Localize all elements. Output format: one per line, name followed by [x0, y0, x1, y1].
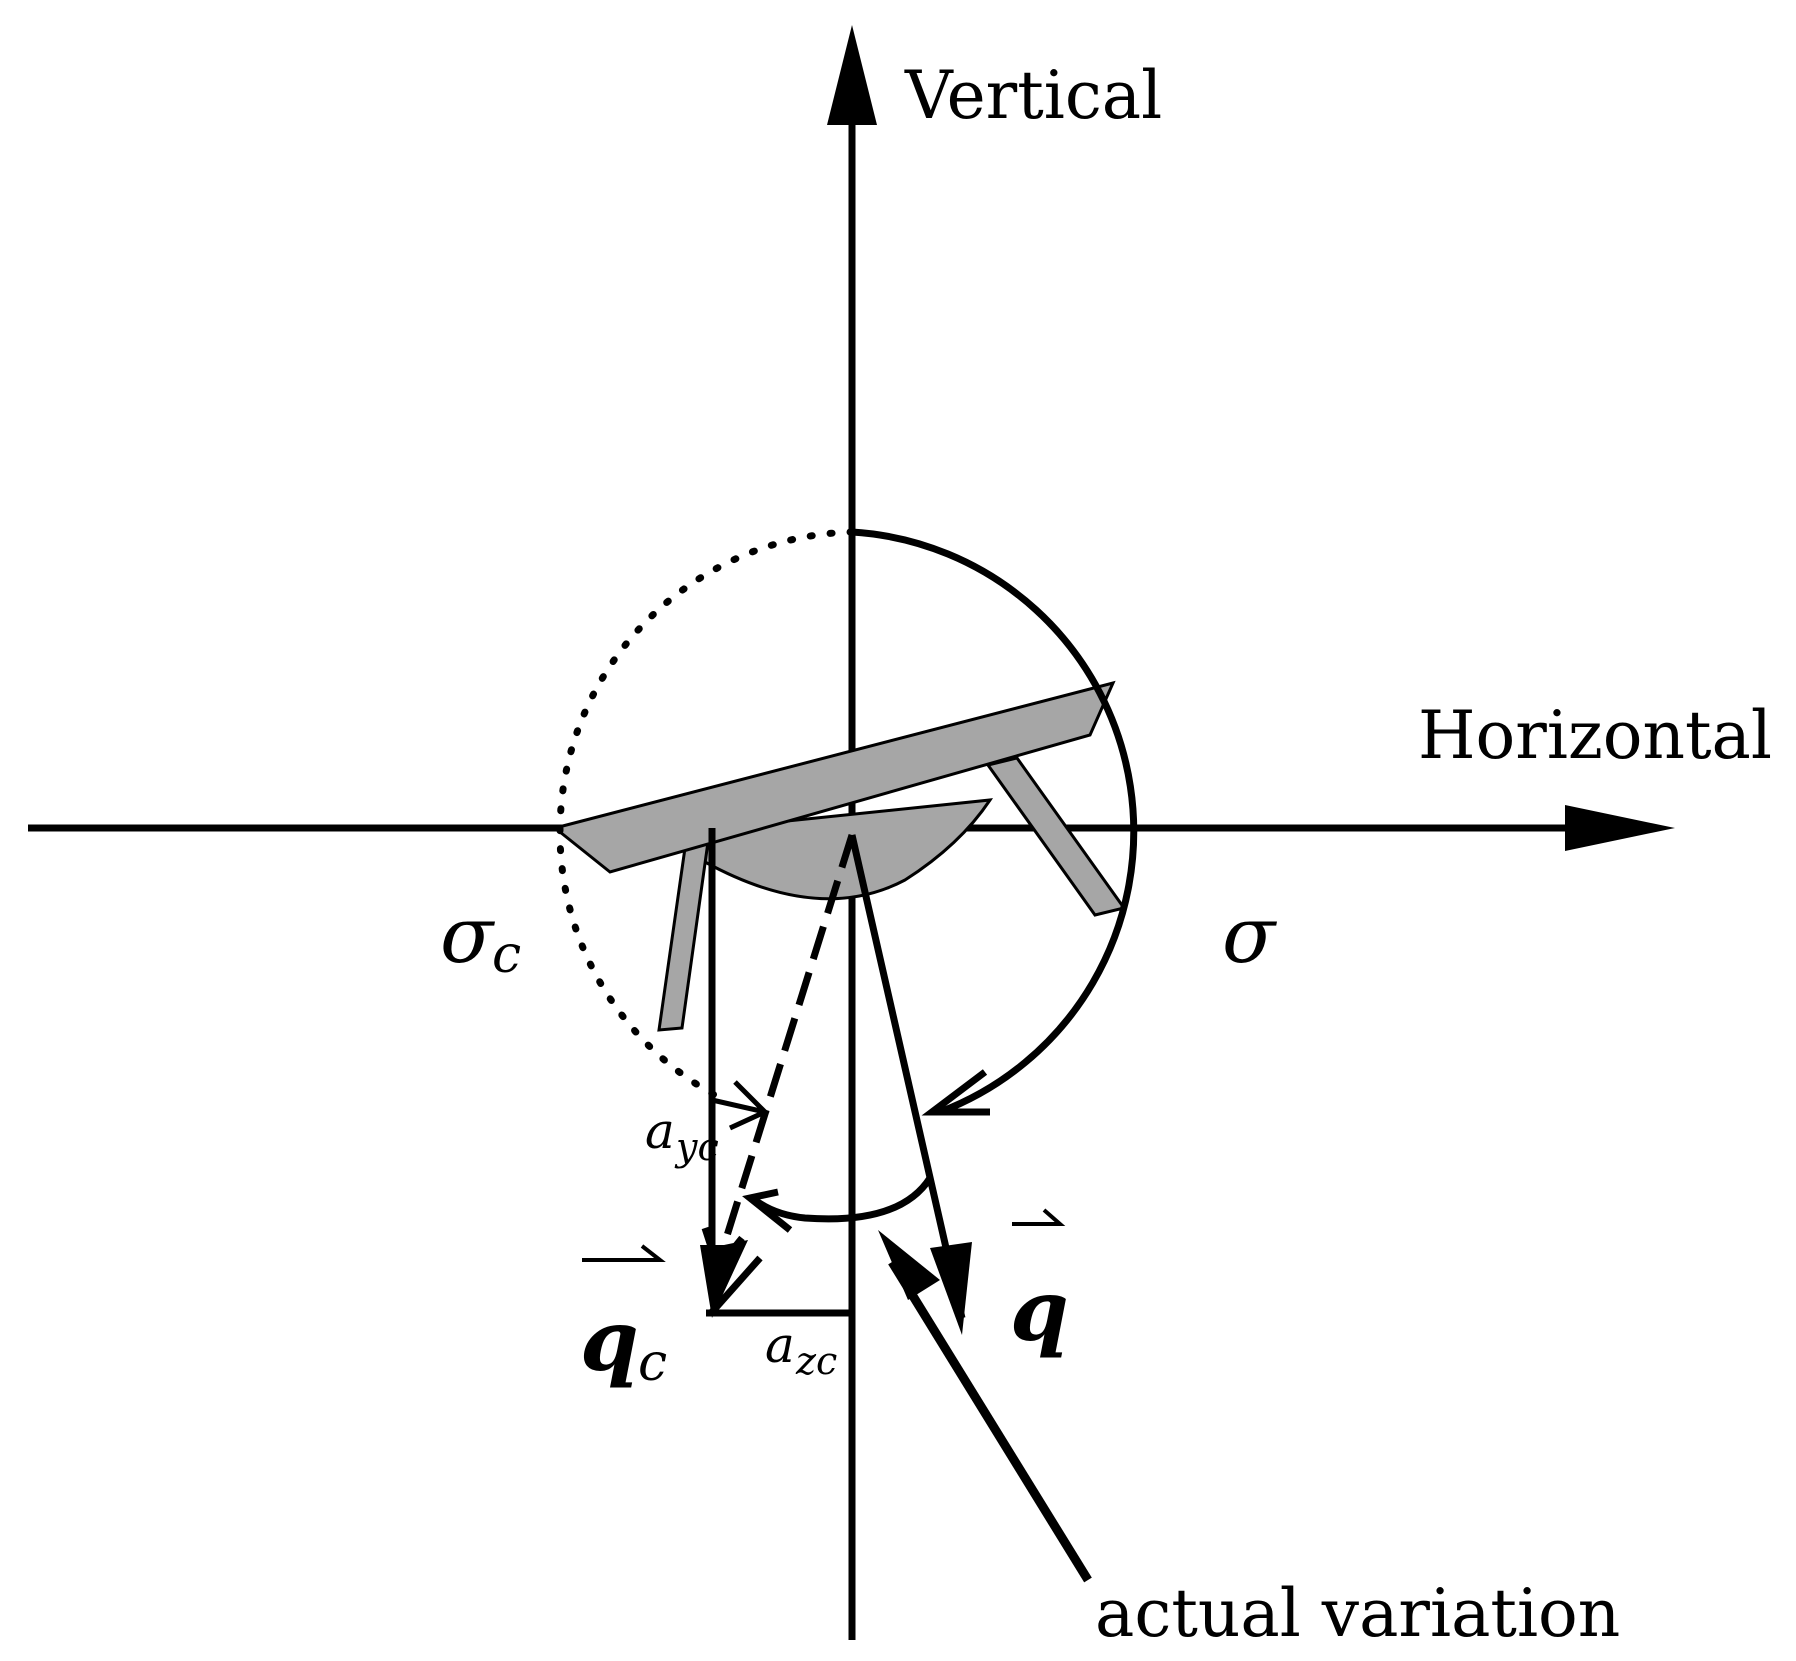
vehicle-leg-left — [657, 839, 710, 1032]
actual-variation-pointer-head — [878, 1230, 940, 1300]
sigma-c-label: σ c — [440, 891, 521, 985]
a-yc-label: a yc — [645, 1102, 719, 1169]
vehicle-body — [551, 680, 1127, 1032]
ayc-arrow — [711, 1080, 770, 1131]
vertical-axis-label: Vertical — [904, 57, 1162, 134]
actual-variation-label: actual variation — [1095, 1575, 1620, 1652]
a-zc-label: a zc — [765, 1316, 837, 1383]
q-vector-arrowhead — [930, 1242, 972, 1335]
sigma-label: σ — [1222, 891, 1277, 981]
variation-arc-arrowhead — [742, 1188, 793, 1233]
a-yc-base: a — [645, 1102, 675, 1160]
a-zc-base: a — [765, 1316, 795, 1374]
a-yc-subscript: yc — [674, 1125, 719, 1169]
q-vector-overbar — [1012, 1208, 1066, 1226]
variation-arc — [752, 1176, 933, 1223]
qc-vector-overbar — [582, 1244, 666, 1262]
sigma-c-subscript: c — [492, 925, 521, 985]
q-vector-shaft — [848, 834, 966, 1319]
qc-vector-arrowhead — [700, 1240, 748, 1318]
sigma-angle-arc — [851, 528, 1138, 1116]
qc-arrow-wing-right — [709, 1255, 763, 1315]
vehicle-leg-right — [985, 756, 1127, 917]
sigma-c-base: σ — [440, 891, 495, 981]
horizontal-axis-label: Horizontal — [1418, 697, 1772, 774]
horizontal-axis-arrowhead — [1565, 805, 1675, 851]
vehicle-deck — [551, 680, 1116, 874]
dashed-vector — [716, 833, 856, 1260]
vertical-axis-arrowhead — [827, 25, 877, 125]
q-c-base: q — [580, 1291, 639, 1390]
q-c-label: q c — [580, 1291, 667, 1393]
q-c-subscript: c — [638, 1333, 667, 1393]
q-label: q — [1010, 1261, 1069, 1360]
actual-variation-pointer — [888, 1259, 1092, 1583]
sigma-arc-arrowhead — [921, 1069, 990, 1116]
dotted-reference-circle — [556, 528, 856, 1106]
a-zc-subscript: zc — [795, 1339, 837, 1383]
